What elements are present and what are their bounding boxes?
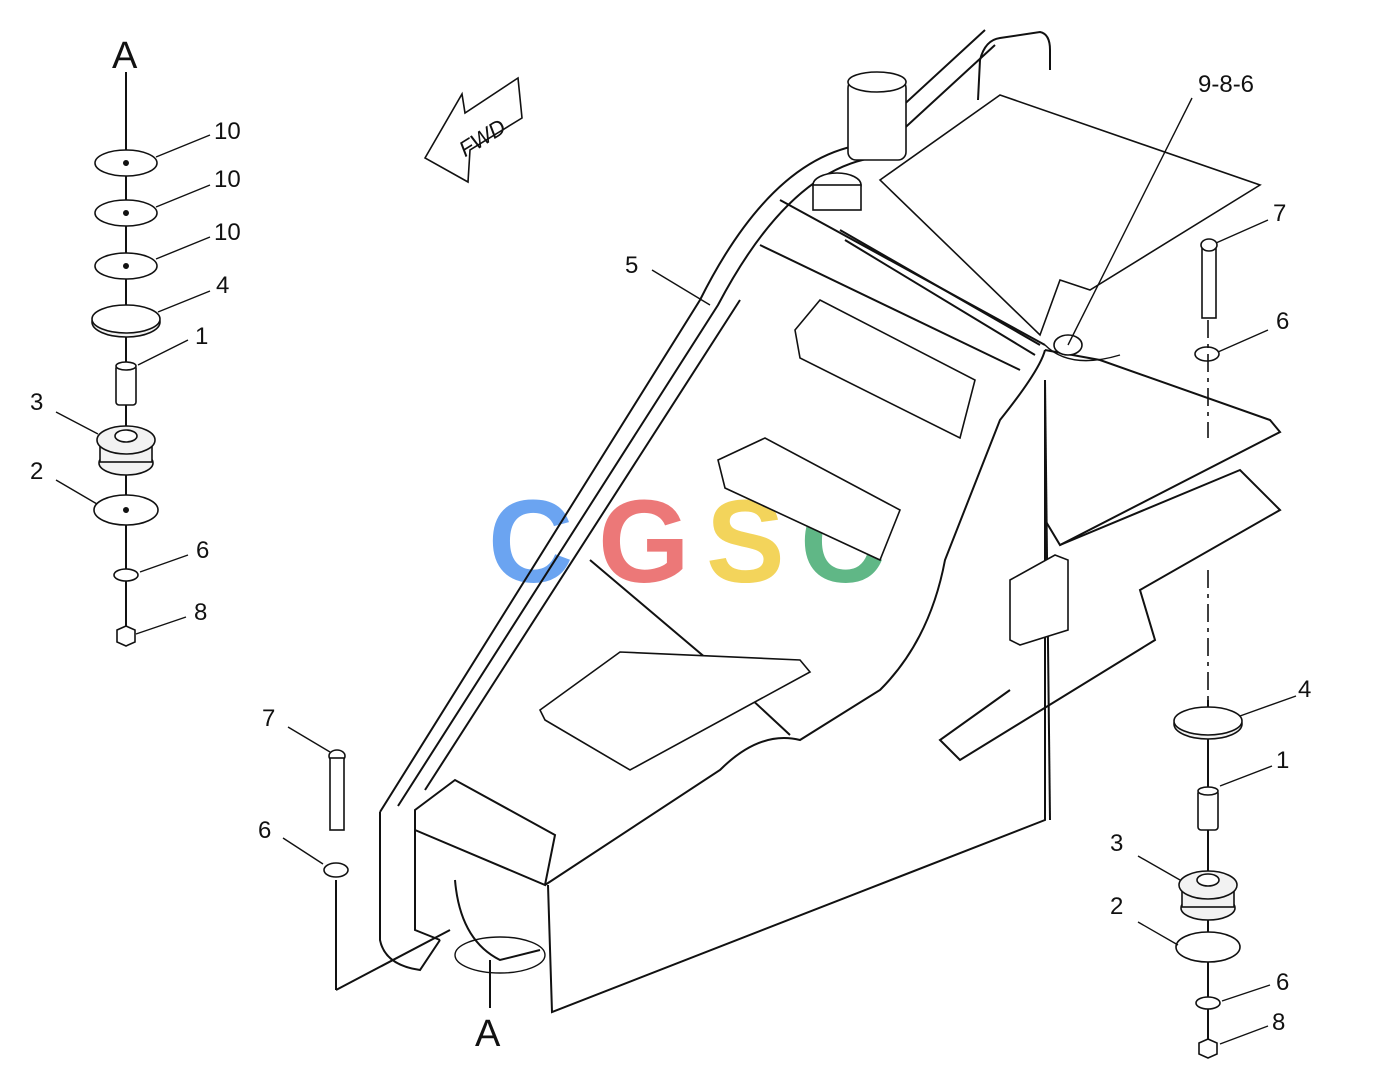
callout-lower-7: 7 (262, 705, 275, 732)
callout-left-4: 4 (216, 272, 229, 299)
section-label-a-bottom: A (475, 1013, 501, 1055)
callout-left-10a: 10 (214, 118, 241, 145)
callout-right-3: 3 (1110, 830, 1123, 857)
watermark-letter-c1: C (488, 476, 573, 608)
lower-left-hardware: 7 6 A (258, 705, 501, 1055)
callout-9-8-6: 9-8-6 (1198, 71, 1254, 98)
callout-left-3: 3 (30, 389, 43, 416)
fwd-arrow-icon: FWD (423, 76, 523, 184)
callout-right-1: 1 (1276, 747, 1289, 774)
operator-platform-frame (379, 29, 1282, 1014)
watermark-letter-g: G (598, 476, 690, 608)
callout-right-6b: 6 (1276, 969, 1289, 996)
left-mount-stack: A 10 10 10 4 1 3 2 (30, 35, 241, 647)
right-mount-stack: 4 1 3 2 6 8 (1110, 570, 1311, 1059)
right-upper-hardware: 7 6 (1194, 200, 1289, 438)
callout-left-8: 8 (194, 599, 207, 626)
callout-left-2: 2 (30, 458, 43, 485)
callout-frame-5: 5 (625, 252, 638, 279)
section-label-a-top: A (112, 35, 138, 77)
callout-right-2: 2 (1110, 893, 1123, 920)
callout-right-7: 7 (1273, 200, 1286, 227)
callout-left-6: 6 (196, 537, 209, 564)
callout-left-10c: 10 (214, 219, 241, 246)
callout-left-10b: 10 (214, 166, 241, 193)
callout-right-6: 6 (1276, 308, 1289, 335)
callout-right-4: 4 (1298, 676, 1311, 703)
callout-left-1: 1 (195, 323, 208, 350)
callout-lower-6: 6 (258, 817, 271, 844)
callout-right-8: 8 (1272, 1009, 1285, 1036)
